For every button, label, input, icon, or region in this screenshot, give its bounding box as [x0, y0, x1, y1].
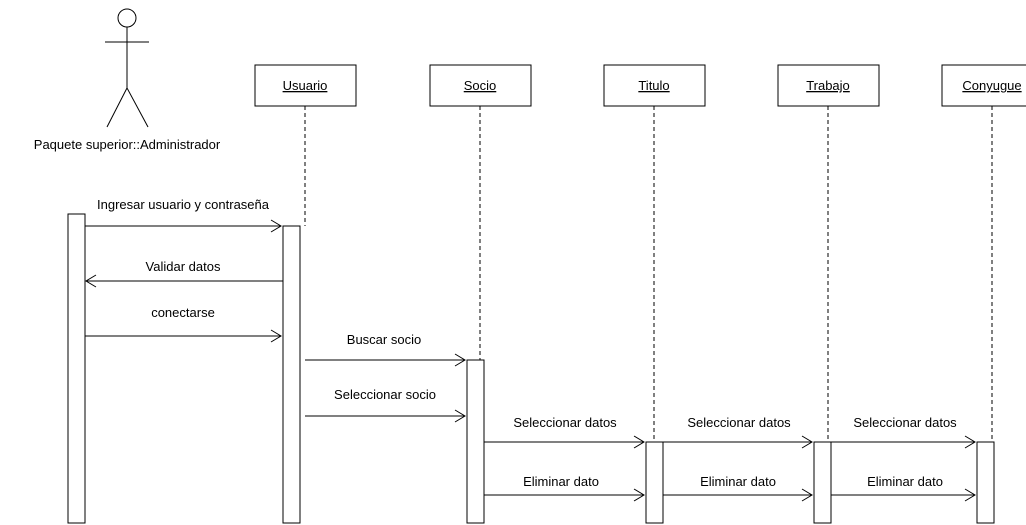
message-label: conectarse — [151, 305, 215, 320]
arrowhead — [454, 353, 466, 367]
object-label: Trabajo — [806, 78, 850, 93]
object-label: Usuario — [283, 78, 328, 93]
object-titulo[interactable]: Titulo — [603, 64, 706, 442]
arrowhead — [964, 435, 976, 449]
object-box[interactable] — [941, 64, 1026, 107]
object-label: Conyugue — [962, 78, 1021, 93]
actor-right-leg — [126, 87, 149, 128]
object-conyugue[interactable]: Conyugue — [941, 64, 1026, 442]
arrowhead — [454, 409, 466, 423]
message-conectarse: conectarse — [85, 305, 282, 343]
object-socio[interactable]: Socio — [429, 64, 532, 360]
message-label: Seleccionar socio — [334, 387, 436, 402]
message-seleccionar-socio: Seleccionar socio — [305, 387, 466, 423]
activation-socio — [466, 359, 485, 524]
object-trabajo[interactable]: Trabajo — [777, 64, 880, 442]
message-buscar-socio: Buscar socio — [305, 332, 466, 367]
message-label: Seleccionar datos — [853, 415, 957, 430]
arrowhead — [270, 329, 282, 343]
arrowhead — [633, 488, 645, 502]
message-label: Buscar socio — [347, 332, 421, 347]
message-seleccionar-datos-trabajo: Seleccionar datos — [663, 415, 813, 449]
actor-head — [117, 8, 137, 28]
actor-administrador: Paquete superior::Administrador — [34, 8, 221, 152]
activation-trabajo — [813, 441, 832, 524]
message-eliminar-dato-conyugue: Eliminar dato — [831, 474, 976, 502]
activation-usuario — [282, 225, 301, 524]
object-box[interactable] — [254, 64, 357, 107]
arrowhead — [801, 435, 813, 449]
activation-conyugue — [976, 441, 995, 524]
message-label: Eliminar dato — [700, 474, 776, 489]
message-seleccionar-datos-conyugue: Seleccionar datos — [831, 415, 976, 449]
message-label: Seleccionar datos — [687, 415, 791, 430]
arrowhead — [801, 488, 813, 502]
message-label: Validar datos — [146, 259, 221, 274]
object-label: Socio — [464, 78, 497, 93]
activation-titulo — [645, 441, 664, 524]
message-ingresar-usuario: Ingresar usuario y contraseña — [85, 197, 282, 233]
arrowhead — [85, 274, 97, 288]
object-label: Titulo — [638, 78, 669, 93]
message-validar-datos: Validar datos — [85, 259, 283, 288]
object-usuario[interactable]: Usuario — [254, 64, 357, 226]
message-eliminar-dato-titulo: Eliminar dato — [484, 474, 645, 502]
arrowhead — [270, 219, 282, 233]
activation-actor — [67, 213, 86, 524]
message-label: Ingresar usuario y contraseña — [97, 197, 270, 212]
actor-left-leg — [106, 87, 128, 128]
message-eliminar-dato-trabajo: Eliminar dato — [663, 474, 813, 502]
message-label: Seleccionar datos — [513, 415, 617, 430]
arrowhead — [633, 435, 645, 449]
message-seleccionar-datos-titulo: Seleccionar datos — [484, 415, 645, 449]
message-label: Eliminar dato — [867, 474, 943, 489]
arrowhead — [964, 488, 976, 502]
message-label: Eliminar dato — [523, 474, 599, 489]
actor-label: Paquete superior::Administrador — [34, 137, 221, 152]
